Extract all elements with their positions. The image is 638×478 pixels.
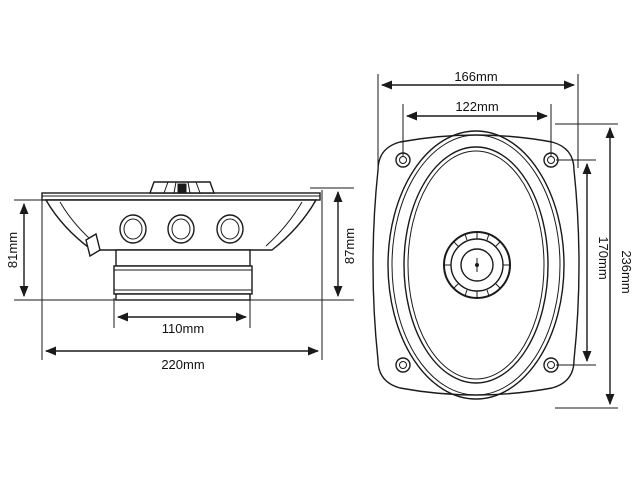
side-vent-3 (216, 214, 244, 244)
front-view: 166mm 122mm 170mm 236mm (372, 69, 634, 409)
front-cone (403, 146, 549, 384)
front-tweeter (443, 231, 511, 299)
side-vent-1 (119, 214, 147, 244)
dim-236mm-label: 236mm (619, 250, 634, 293)
front-surround (387, 130, 565, 400)
mount-hole-bottom-left (395, 357, 411, 373)
dim-81mm-label: 81mm (5, 232, 20, 268)
side-magnet (113, 265, 253, 295)
side-view: 81mm 87mm 110mm 220mm (5, 181, 357, 372)
side-terminal (85, 232, 101, 258)
dim-170mm-label: 170mm (596, 236, 611, 279)
dim-166mm-label: 166mm (454, 69, 497, 84)
dim-110mm-label: 110mm (162, 321, 204, 336)
dim-87mm-label: 87mm (342, 228, 357, 264)
side-basket (44, 199, 318, 251)
side-vent-2 (167, 214, 195, 244)
dim-122mm-label: 122mm (455, 99, 498, 114)
side-magnet-neck (115, 249, 251, 267)
dim-220mm-label: 220mm (161, 357, 204, 372)
